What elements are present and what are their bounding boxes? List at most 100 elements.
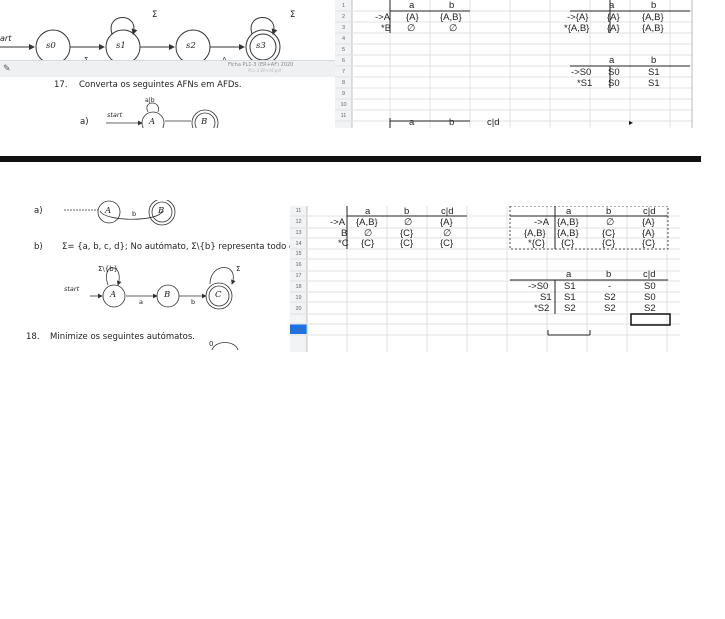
cell[interactable]: ∅ [449,23,458,34]
cell-header[interactable]: b [606,269,612,280]
cell[interactable]: *S1 [577,78,593,89]
row-number-12[interactable]: 12 [295,219,302,225]
cell-header[interactable]: c|d [643,206,656,217]
row-number-20[interactable]: 20 [295,306,302,312]
cell[interactable]: ->{A} [567,12,589,23]
cell[interactable]: S1 [540,292,552,303]
cell-header[interactable]: a [609,0,615,11]
state-s0-label: s0 [46,41,56,51]
cell[interactable]: {A} [440,217,453,228]
row-number-4[interactable]: 4 [341,36,346,42]
row-number-18[interactable]: 18 [295,284,302,290]
cell[interactable]: {C} [440,238,454,249]
cell[interactable]: {A,B} [524,228,546,239]
cell[interactable]: *C [338,238,349,249]
cell[interactable]: {C} [400,238,414,249]
row-number-22[interactable]: 22 [295,328,302,334]
start-label: start [107,111,123,119]
cell[interactable]: ->A [534,217,550,228]
row-number-14[interactable]: 14 [295,241,302,247]
cell[interactable]: *{A,B} [564,23,590,34]
cell[interactable]: B [341,228,348,239]
cell[interactable]: S2 [644,303,656,314]
cell[interactable]: {A} [642,217,655,228]
cell-header[interactable]: a [566,269,572,280]
cell[interactable]: b [449,117,455,128]
cell[interactable]: {C} [602,228,616,239]
row-number-15[interactable]: 15 [295,251,302,257]
cell[interactable]: S1 [564,292,576,303]
row-number-8[interactable]: 8 [341,80,346,86]
cell[interactable]: {A} [607,23,620,34]
row-number-16[interactable]: 16 [295,262,302,268]
cell-header[interactable]: a [365,206,371,217]
cell-header[interactable]: c|d [441,206,454,217]
cell[interactable]: S0 [644,292,656,303]
cell[interactable]: {C} [561,238,575,249]
cell[interactable]: S1 [648,78,660,89]
cell-header[interactable]: a [609,55,615,66]
row-number-11[interactable]: 11 [295,208,302,214]
row-number-11[interactable]: 11 [340,113,347,119]
cell[interactable]: ∅ [443,228,452,239]
cell[interactable]: S2 [604,303,616,314]
cell[interactable]: {A,B} [440,12,462,23]
cell[interactable]: a [409,117,415,128]
cell[interactable]: {C} [361,238,375,249]
cell[interactable]: ->S0 [571,67,592,78]
row-number-6[interactable]: 6 [341,58,346,64]
cell-header[interactable]: b [404,206,410,217]
cell[interactable]: - [608,281,612,292]
cell[interactable]: ->A [375,12,391,23]
cell[interactable]: ∅ [606,217,615,228]
cell[interactable]: S2 [564,303,576,314]
cell[interactable]: S1 [648,67,660,78]
cell[interactable]: ->S0 [528,281,549,292]
row-number-19[interactable]: 19 [295,295,302,301]
row-number-13[interactable]: 13 [295,230,302,236]
cell[interactable]: c|d [487,117,500,128]
cell[interactable]: S0 [608,67,620,78]
cell[interactable]: {C} [642,238,656,249]
cell[interactable]: {A} [406,12,419,23]
row-number-17[interactable]: 17 [295,273,302,279]
edge-label-a-or-b: a|b [145,97,155,104]
cell[interactable]: {C} [602,238,616,249]
cell[interactable]: {C} [400,228,414,239]
cell-header[interactable]: b [449,0,455,11]
cell-header[interactable]: b [606,206,612,217]
edit-pencil-icon[interactable]: ✎ [3,63,11,73]
item-b-label: b) [34,242,43,252]
row-number-1[interactable]: 1 [341,3,346,9]
cell[interactable]: S2 [604,292,616,303]
row-number-2[interactable]: 2 [341,14,346,20]
cell[interactable]: S1 [564,281,576,292]
cell[interactable]: {A,B} [642,23,664,34]
cell[interactable]: ∅ [404,217,413,228]
cell[interactable]: {A,B} [642,12,664,23]
row-number-21-selected[interactable]: 21 [295,317,302,323]
row-number-5[interactable]: 5 [341,47,346,53]
cell[interactable]: *B [381,23,392,34]
cell-header[interactable]: c|d [643,269,656,280]
cell[interactable]: {A,B} [356,217,378,228]
row-number-10[interactable]: 10 [340,102,347,108]
cell[interactable]: {A,B} [557,217,579,228]
cell-header[interactable]: b [651,55,657,66]
row-number-9[interactable]: 9 [341,91,346,97]
cell[interactable]: S0 [644,281,656,292]
cell-header[interactable]: a [566,206,572,217]
cell[interactable]: *{C} [528,238,545,249]
cell[interactable]: {A} [607,12,620,23]
cell-header[interactable]: b [651,0,657,11]
row-number-3[interactable]: 3 [341,25,346,31]
row-number-7[interactable]: 7 [341,69,346,75]
cell[interactable]: {A} [642,228,655,239]
cell[interactable]: S0 [608,78,620,89]
cell[interactable]: ∅ [364,228,373,239]
cell[interactable]: {A,B} [557,228,579,239]
cell[interactable]: ∅ [407,23,416,34]
cell-header[interactable]: a [409,0,415,11]
cell[interactable]: *S2 [534,303,550,314]
cell[interactable]: ->A [330,217,346,228]
